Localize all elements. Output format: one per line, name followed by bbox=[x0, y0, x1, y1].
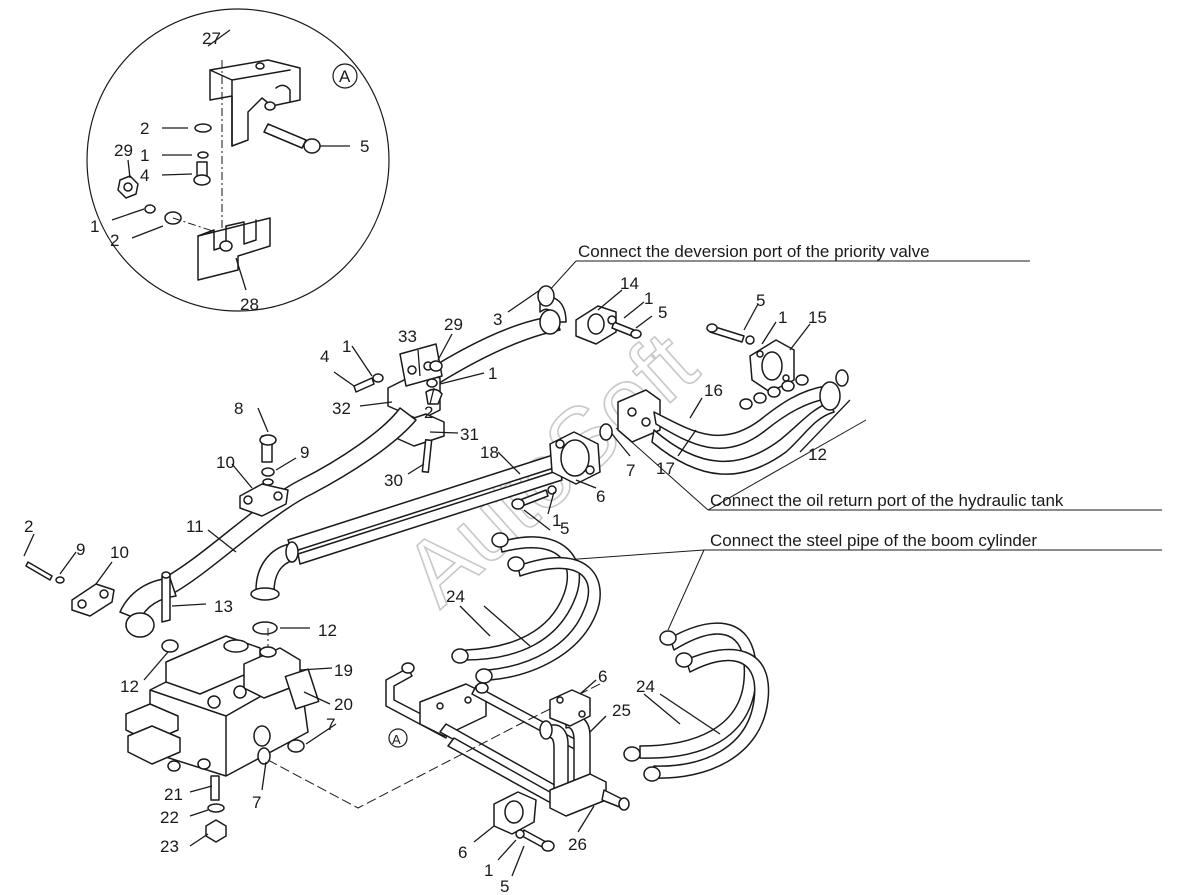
callout-c9a: 9 bbox=[300, 443, 309, 462]
callout-d29: 29 bbox=[114, 141, 133, 160]
callout-d2a: 2 bbox=[140, 119, 149, 138]
callout-c31: 31 bbox=[460, 425, 479, 444]
callout-c1c: 1 bbox=[342, 337, 351, 356]
detail-a-view: A bbox=[86, 8, 390, 312]
callout-d28: 28 bbox=[240, 295, 259, 314]
flange-14 bbox=[575, 305, 642, 345]
callout-c30: 30 bbox=[384, 471, 403, 490]
note-leaders bbox=[535, 260, 1162, 631]
elbow-pipe-18 bbox=[250, 541, 299, 635]
callout-c20: 20 bbox=[334, 695, 353, 714]
elbow-25-block-26 bbox=[539, 703, 630, 817]
detail-a-marker: A bbox=[388, 728, 408, 748]
callout-c6a: 6 bbox=[596, 487, 605, 506]
callout-c1d: 1 bbox=[488, 364, 497, 383]
note-hydraulic-tank: Connect the oil return port of the hydra… bbox=[710, 491, 1064, 510]
callout-c3: 3 bbox=[493, 310, 502, 329]
bracket-27 bbox=[209, 59, 301, 147]
callout-c6c: 6 bbox=[458, 843, 467, 862]
callout-c8: 8 bbox=[234, 399, 243, 418]
fitting-row bbox=[739, 374, 809, 410]
flange-6-mid bbox=[511, 423, 613, 510]
callout-d5: 5 bbox=[360, 137, 369, 156]
flange-6-lower bbox=[549, 689, 591, 727]
callout-c1e: 1 bbox=[552, 511, 561, 530]
callout-c1f: 1 bbox=[484, 861, 493, 880]
callout-c2b: 2 bbox=[24, 517, 33, 536]
callout-c1b: 1 bbox=[778, 308, 787, 327]
washer-2-detail bbox=[194, 123, 212, 133]
callout-c26: 26 bbox=[568, 835, 587, 854]
steel-pipes-lower bbox=[385, 662, 585, 809]
callout-c9b: 9 bbox=[76, 540, 85, 559]
callout-d4: 4 bbox=[140, 166, 149, 185]
callout-c13: 13 bbox=[214, 597, 233, 616]
nut-29-detail bbox=[117, 175, 139, 199]
callout-c7a: 7 bbox=[626, 461, 635, 480]
note-priority-valve: Connect the deversion port of the priori… bbox=[578, 242, 930, 261]
callout-c22: 22 bbox=[160, 808, 179, 827]
callout-c7b: 7 bbox=[326, 715, 335, 734]
callout-c18: 18 bbox=[480, 443, 499, 462]
callout-c25: 25 bbox=[612, 701, 631, 720]
callout-d2b: 2 bbox=[110, 231, 119, 250]
callout-c15: 15 bbox=[808, 308, 827, 327]
callout-leaders bbox=[23, 289, 851, 877]
callout-c1a: 1 bbox=[644, 289, 653, 308]
callout-c14: 14 bbox=[620, 274, 639, 293]
callout-c10b: 10 bbox=[110, 543, 129, 562]
tube-13 bbox=[161, 571, 171, 623]
callout-d27: 27 bbox=[202, 29, 221, 48]
callout-c4: 4 bbox=[320, 347, 329, 366]
flange-15 bbox=[706, 323, 795, 393]
callout-d1b: 1 bbox=[90, 217, 99, 236]
callout-d1a: 1 bbox=[140, 146, 149, 165]
washer-1b-detail bbox=[144, 204, 156, 214]
bracket-28 bbox=[197, 217, 271, 281]
multi-way-valve bbox=[125, 635, 320, 843]
note-boom-cylinder: Connect the steel pipe of the boom cylin… bbox=[710, 531, 1037, 550]
bolt-4-detail bbox=[193, 161, 211, 186]
callout-c29: 29 bbox=[444, 315, 463, 334]
hoses-24-middle bbox=[451, 532, 601, 684]
callout-c11: 11 bbox=[186, 517, 204, 536]
callout-c32: 32 bbox=[332, 399, 351, 418]
callout-c5a: 5 bbox=[658, 303, 667, 322]
callout-c19: 19 bbox=[334, 661, 353, 680]
callout-c12c: 12 bbox=[120, 677, 139, 696]
leader bbox=[207, 29, 231, 47]
callout-c12a: 12 bbox=[808, 445, 827, 464]
callout-c5d: 5 bbox=[500, 877, 509, 895]
callout-c5c: 5 bbox=[560, 519, 569, 538]
flange-6-bottom bbox=[493, 791, 555, 852]
hose-11 bbox=[119, 407, 417, 638]
callout-c2a: 2 bbox=[424, 403, 433, 422]
flange-10-top bbox=[239, 434, 289, 517]
callout-c33: 33 bbox=[398, 327, 417, 346]
callout-c6b: 6 bbox=[598, 667, 607, 686]
callout-c24b: 24 bbox=[636, 677, 655, 696]
callout-c12b: 12 bbox=[318, 621, 337, 640]
callout-c24a: 24 bbox=[446, 587, 465, 606]
callout-c7c: 7 bbox=[252, 793, 261, 812]
hoses-24-right bbox=[623, 622, 770, 782]
callout-c16: 16 bbox=[704, 381, 723, 400]
callout-c23: 23 bbox=[160, 837, 179, 856]
callout-c17: 17 bbox=[656, 459, 675, 478]
washer-1-detail bbox=[197, 151, 209, 159]
callout-c5b: 5 bbox=[756, 291, 765, 310]
callout-c10a: 10 bbox=[216, 453, 235, 472]
svg-text:A: A bbox=[392, 732, 401, 747]
bolt-5-detail bbox=[263, 123, 321, 154]
pipe-16-17-assembly bbox=[617, 369, 849, 475]
callout-c21: 21 bbox=[164, 785, 183, 804]
flange-10-left bbox=[25, 561, 115, 617]
detail-a-label: A bbox=[339, 67, 351, 86]
